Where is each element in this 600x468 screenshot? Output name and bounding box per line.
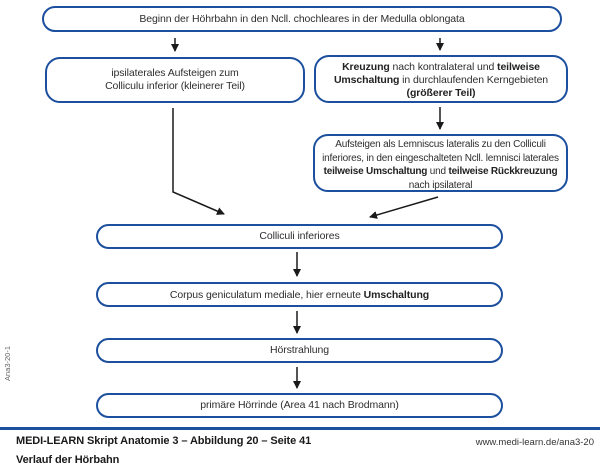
- arrow-ipsilateral-to-colliculi: [172, 108, 225, 215]
- node-ipsilateral-line2: Colliculu inferior (kleinerer Teil): [105, 80, 245, 92]
- text-segment: (größerer Teil): [406, 87, 476, 99]
- footer-divider: [0, 427, 600, 430]
- node-ipsilateral-line1: ipsilaterales Aufsteigen zum: [111, 67, 239, 79]
- node-hoerrinde: primäre Hörrinde (Area 41 nach Brodmann): [96, 393, 503, 418]
- margin-code: Ana3-20-1: [3, 345, 12, 381]
- footer-caption: Verlauf der Hörbahn: [16, 454, 120, 466]
- text-segment: nach kontralateral und: [389, 61, 498, 73]
- node-hoerrinde-label: primäre Hörrinde (Area 41 nach Brodmann): [200, 399, 399, 411]
- node-lemniscus: Aufsteigen als Lemniscus lateralis zu de…: [313, 134, 568, 192]
- text-segment: Corpus geniculatum mediale, hier erneute: [169, 289, 364, 301]
- text-segment: und: [427, 166, 449, 177]
- text-segment: teilweise Rückkreuzung: [448, 166, 558, 177]
- node-colliculi: Colliculi inferiores: [96, 224, 503, 249]
- node-ipsilateral: ipsilaterales Aufsteigen zum Colliculu i…: [45, 57, 305, 103]
- text-segment: teilweise Umschaltung: [333, 61, 540, 86]
- text-segment: Aufsteigen als Lemniscus lateralis zu de…: [322, 139, 559, 164]
- footer-source: MEDI-LEARN Skript Anatomie 3 – Abbildung…: [16, 435, 312, 447]
- text-segment: Umschaltung: [363, 289, 430, 301]
- arrow-lemniscus-to-colliculi: [369, 196, 439, 219]
- node-colliculi-label: Colliculi inferiores: [259, 230, 340, 242]
- text-segment: teilweise Umschaltung: [323, 166, 428, 177]
- node-hoerstrahlung-label: Hörstrahlung: [270, 344, 329, 356]
- node-corpus-geniculatum: Corpus geniculatum mediale, hier erneute…: [96, 282, 503, 307]
- footer-url: www.medi-learn.de/ana3-20: [475, 437, 594, 448]
- text-segment: Kreuzung: [342, 61, 390, 73]
- node-start-label: Beginn der Höhrbahn in den Ncll. chochle…: [139, 12, 465, 25]
- text-segment: in durchlaufenden Kerngebieten: [399, 74, 549, 86]
- node-hoerstrahlung: Hörstrahlung: [96, 338, 503, 363]
- text-segment: nach ipsilateral: [408, 179, 473, 191]
- node-kreuzung: Kreuzung nach kontralateral und teilweis…: [314, 55, 568, 103]
- node-start: Beginn der Höhrbahn in den Ncll. chochle…: [42, 6, 562, 32]
